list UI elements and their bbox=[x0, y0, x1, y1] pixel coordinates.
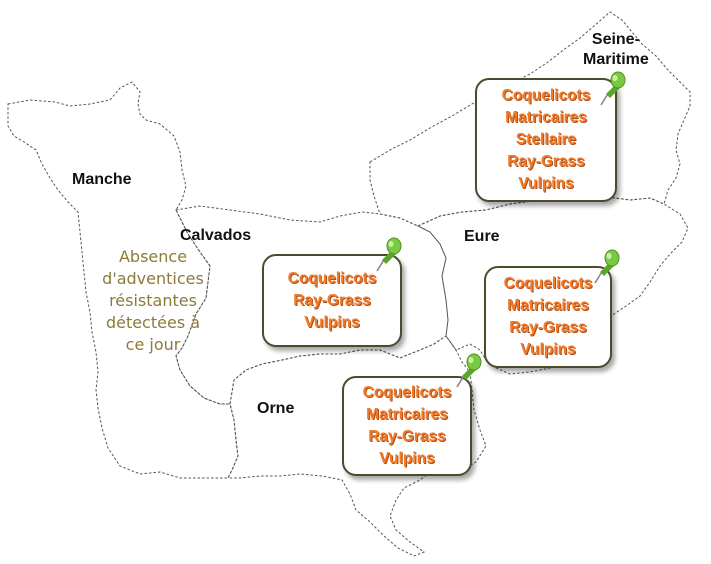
weed-item: Ray-Grass bbox=[293, 291, 371, 309]
manche-note-line: ce jour bbox=[125, 335, 181, 354]
seine-maritime-label-line2: Maritime bbox=[583, 51, 649, 68]
pushpin-icon bbox=[456, 353, 482, 388]
weed-item: Ray-Grass bbox=[368, 428, 446, 445]
calvados-label: Calvados bbox=[180, 227, 252, 244]
pushpin-icon bbox=[600, 71, 626, 106]
eure-label: Eure bbox=[464, 228, 500, 245]
manche-note-line: Absence bbox=[118, 247, 188, 266]
manche-note-line: d'adventices bbox=[102, 269, 204, 288]
pushpin-icon bbox=[594, 249, 620, 284]
manche-label: Manche bbox=[72, 171, 132, 188]
weed-item: Matricaires bbox=[505, 109, 587, 126]
seine-maritime-weeds-box: Coquelicots Matricaires Stellaire Ray-Gr… bbox=[475, 78, 617, 202]
weed-item: Matricaires bbox=[366, 406, 448, 423]
weed-item: Coquelicots bbox=[503, 275, 593, 292]
weed-item: Coquelicots bbox=[501, 87, 591, 104]
weed-item: Matricaires bbox=[507, 297, 589, 314]
seine-maritime-label: Seine- Maritime bbox=[583, 30, 649, 70]
weed-item: Ray-Grass bbox=[507, 153, 585, 170]
manche-note-line: résistantes bbox=[109, 291, 197, 310]
manche-note: Absence d'adventices résistantes détecté… bbox=[90, 246, 216, 356]
orne-label: Orne bbox=[257, 400, 295, 417]
weed-item: Vulpins bbox=[379, 450, 435, 467]
pushpin-icon bbox=[376, 237, 402, 272]
weed-item: Coquelicots bbox=[287, 269, 377, 287]
weed-item: Ray-Grass bbox=[509, 319, 587, 336]
eure-weeds-box: Coquelicots Matricaires Ray-Grass Vulpin… bbox=[484, 266, 612, 368]
manche-border bbox=[7, 81, 239, 479]
orne-border bbox=[227, 335, 487, 557]
manche-note-line: détectées à bbox=[105, 313, 201, 332]
weed-item: Vulpins bbox=[304, 313, 360, 331]
orne-weeds-box: Coquelicots Matricaires Ray-Grass Vulpin… bbox=[342, 376, 472, 476]
eure-border bbox=[416, 195, 689, 375]
weed-item: Vulpins bbox=[518, 175, 574, 192]
seine-maritime-label-line1: Seine- bbox=[591, 31, 640, 48]
weed-item: Vulpins bbox=[520, 341, 576, 358]
weed-item: Stellaire bbox=[515, 131, 577, 148]
weed-item: Coquelicots bbox=[362, 384, 452, 401]
